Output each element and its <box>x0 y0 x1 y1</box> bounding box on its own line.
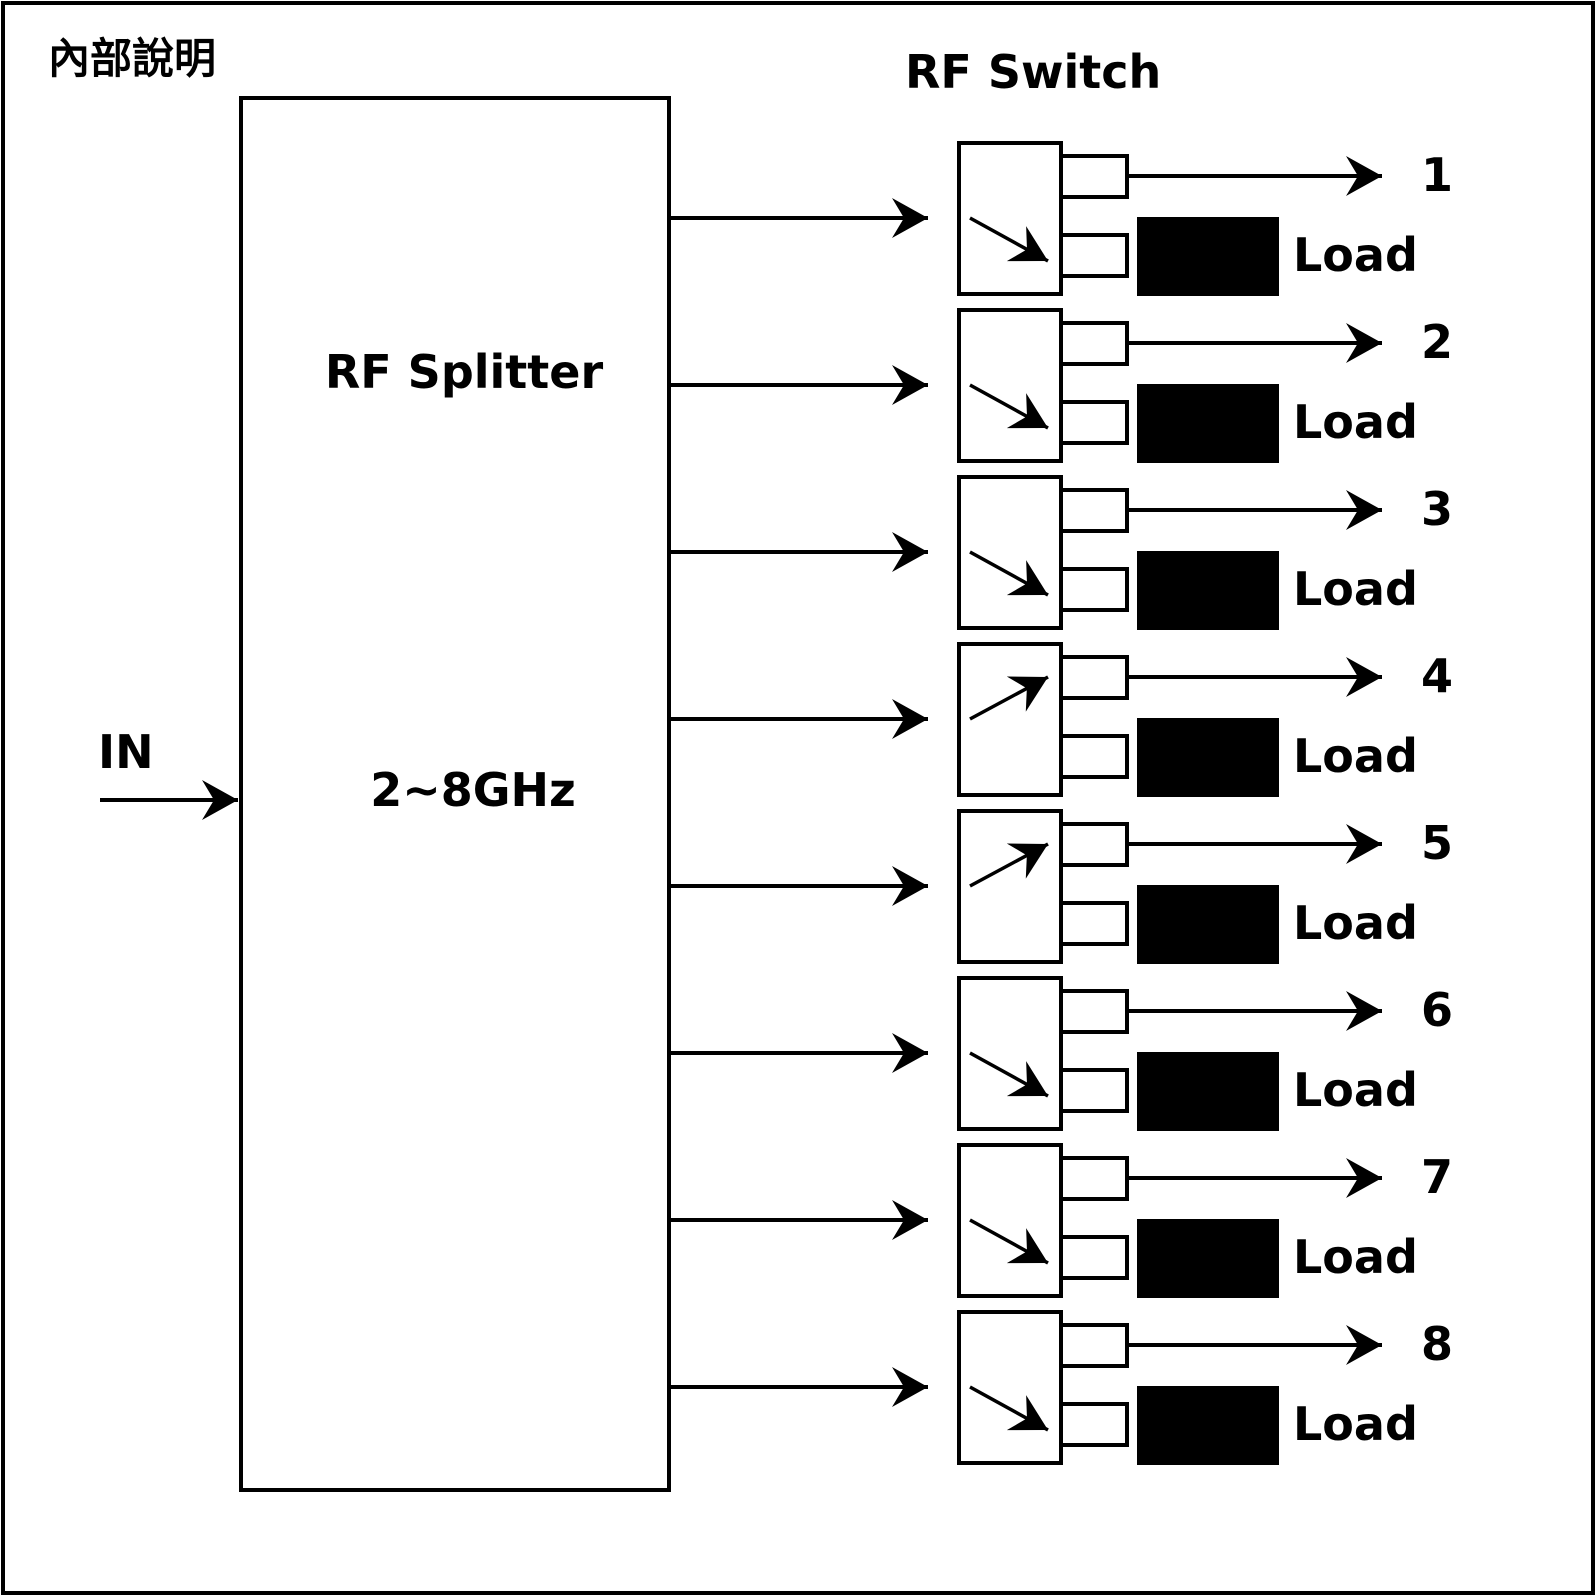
rf-switch-box <box>957 475 1063 630</box>
load-block <box>1137 1386 1279 1465</box>
load-label: Load <box>1293 395 1418 449</box>
frequency-range-label: 2~8GHz <box>370 763 576 817</box>
channel-number: 7 <box>1421 1150 1453 1204</box>
load-port <box>1059 1235 1129 1280</box>
load-label: Load <box>1293 896 1418 950</box>
load-block <box>1137 1219 1279 1298</box>
load-label: Load <box>1293 562 1418 616</box>
switch-wiper-arrow <box>969 1051 1049 1098</box>
switch-wiper-arrow <box>969 842 1049 888</box>
load-label: Load <box>1293 1063 1418 1117</box>
load-block <box>1137 217 1279 296</box>
load-block <box>1137 885 1279 964</box>
switch-wiper-arrow <box>969 1218 1049 1265</box>
rf-switch-box <box>957 1143 1063 1298</box>
channel-number: 4 <box>1421 649 1453 703</box>
load-block <box>1137 384 1279 463</box>
load-label: Load <box>1293 228 1418 282</box>
channel-number: 1 <box>1421 148 1453 202</box>
channel-number: 8 <box>1421 1317 1453 1371</box>
channel-number: 5 <box>1421 816 1453 870</box>
load-label: Load <box>1293 1397 1418 1451</box>
input-label: IN <box>98 725 154 779</box>
load-port <box>1059 233 1129 278</box>
load-port <box>1059 1402 1129 1447</box>
load-block <box>1137 1052 1279 1131</box>
rf-switch-box <box>957 308 1063 463</box>
load-port <box>1059 1068 1129 1113</box>
rf-switch-label: RF Switch <box>905 45 1161 99</box>
rf-switch-box <box>957 809 1063 964</box>
switch-wiper-arrow <box>969 383 1049 430</box>
output-port <box>1059 321 1129 366</box>
load-block <box>1137 718 1279 797</box>
channel-number: 3 <box>1421 482 1453 536</box>
output-port <box>1059 822 1129 867</box>
rf-switch-box <box>957 642 1063 797</box>
rf-switch-box <box>957 141 1063 296</box>
switch-wiper-arrow <box>969 675 1049 721</box>
output-port <box>1059 989 1129 1034</box>
output-port <box>1059 1323 1129 1368</box>
load-port <box>1059 400 1129 445</box>
load-port <box>1059 901 1129 946</box>
output-port <box>1059 488 1129 533</box>
rf-splitter-block <box>239 96 671 1492</box>
switch-wiper-arrow <box>969 1385 1049 1432</box>
rf-switch-box <box>957 976 1063 1131</box>
load-port <box>1059 734 1129 779</box>
channel-number: 6 <box>1421 983 1453 1037</box>
rf-splitter-label: RF Splitter <box>325 345 604 399</box>
switch-wiper-arrow <box>969 216 1049 263</box>
output-port <box>1059 655 1129 700</box>
channel-number: 2 <box>1421 315 1453 369</box>
load-label: Load <box>1293 729 1418 783</box>
load-block <box>1137 551 1279 630</box>
load-port <box>1059 567 1129 612</box>
load-label: Load <box>1293 1230 1418 1284</box>
switch-wiper-arrow <box>969 550 1049 597</box>
rf-switch-box <box>957 1310 1063 1465</box>
output-port <box>1059 1156 1129 1201</box>
output-port <box>1059 154 1129 199</box>
diagram-title: 內部說明 <box>48 34 216 83</box>
